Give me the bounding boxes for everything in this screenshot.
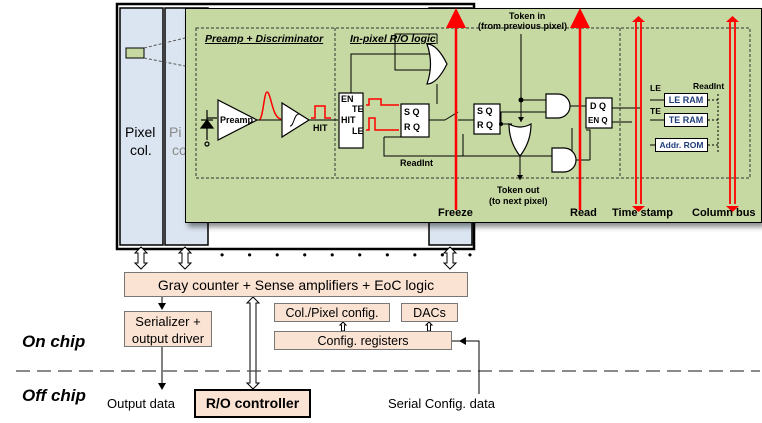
serializer-label-line1: Serializer + [135,314,201,329]
sr1-sq-label: S Q [404,107,420,117]
preamp-amplifier [217,99,259,141]
discriminator [281,101,311,139]
sr-latch-1 [400,103,430,138]
edge-detect-block [338,92,364,149]
pixel-col-clipped-line1: Pi [169,124,182,140]
le-label: LE [352,126,364,136]
pixel-highlight [125,47,145,59]
sr2-rq-label: R Q [477,120,494,130]
sr1-rq-label: R Q [404,122,421,132]
config-registers-box: Config. registers [274,331,452,350]
readint-bottom-label: ReadInt [400,158,434,168]
en-label: EN [341,94,354,104]
hit-label: HIT [313,123,328,133]
read-label: Read [570,207,597,219]
or-gate-top [426,43,448,85]
sr2-sq-label: S Q [477,106,493,116]
te-small-label: TE [650,106,661,116]
le-ram-label: LE RAM [668,95,704,105]
token-in-label: Token in [509,11,546,21]
dacs-label: DACs [413,306,446,320]
colpix-config-box: Col./Pixel config. [274,303,390,322]
sr-latch-2 [473,103,501,135]
inpixel-section-title: In-pixel R/O logic [350,33,436,45]
dlatch-dq-label: D Q [590,101,607,111]
hit-in-label: HIT [341,115,356,125]
serializer-label-line2: output driver [131,331,205,346]
column-bus [726,206,739,212]
eoc-logic-label: Gray counter + Sense amplifiers + EoC lo… [157,276,435,293]
pixel-col-clipped-line2: co [172,142,187,158]
config-registers-label: Config. registers [317,334,409,348]
more-columns-dots: • • • • • • • • • • [220,248,483,262]
off-chip-label: Off chip [22,386,86,405]
pixel-col-label-line1: Pixel [125,124,156,140]
le-small-label: LE [650,83,661,93]
token-out-label: Token out [497,185,540,195]
eoc-logic-box: Gray counter + Sense amplifiers + EoC lo… [124,272,468,297]
dacs-box: DACs [401,303,458,322]
te-ram-label: TE RAM [668,115,704,125]
token-in-sub-label: (from previous pixel) [478,21,568,31]
and-gate-bottom [551,147,577,173]
serializer-box: Serializer + output driver [124,311,212,347]
d-latch [585,97,613,129]
col-bus-arrow-2 [177,246,193,270]
freeze-label: Freeze [438,207,473,219]
time-stamp-bus [632,206,645,212]
time-stamp-label: Time stamp [612,207,673,219]
on-chip-label: On chip [22,332,86,351]
preamp-section-title: Preamp + Discriminator [205,33,324,45]
colpix-config-label: Col./Pixel config. [285,306,379,320]
token-out-sub-label: (to next pixel) [489,196,548,206]
le-ram-box: LE RAM [664,93,708,107]
addr-rom-box: Addr. ROM [655,138,708,152]
pixel-col-label-line2: col. [130,142,152,158]
serial-config-label: Serial Config. data [388,396,495,411]
or-gate-token [508,122,532,157]
ro-controller-box: R/O controller [194,389,311,418]
readint-right-label: ReadInt [693,81,725,91]
te-ram-box: TE RAM [664,113,708,127]
column-bus-label: Column bus [692,207,756,219]
ro-controller-label: R/O controller [205,395,300,411]
addr-rom-label: Addr. ROM [659,140,704,150]
and-gate-top [545,93,571,119]
preamp-label: Preamp [220,115,254,125]
col-bus-arrow-last [442,246,458,270]
te-label: TE [352,104,364,114]
output-data-label: Output data [107,396,175,411]
col-bus-arrow-1 [133,246,149,270]
dlatch-enq-label: EN Q [588,116,608,125]
